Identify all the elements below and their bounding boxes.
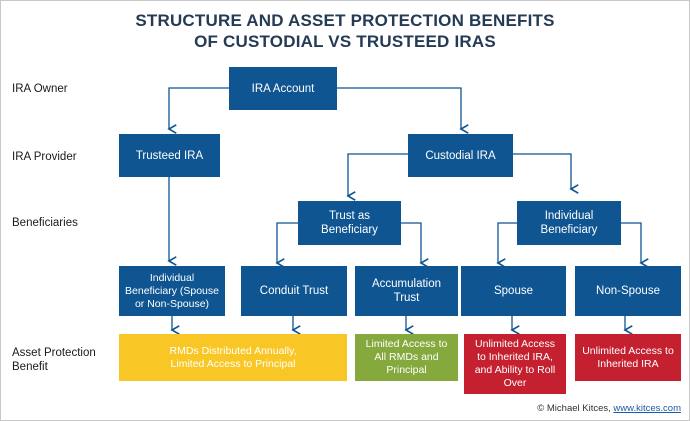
node-conduit-trust: Conduit Trust bbox=[241, 266, 347, 316]
node-individual-beneficiary-group: Individual Beneficiary bbox=[517, 201, 621, 245]
benefit-unlimited-spouse: Unlimited Access to Inherited IRA, and A… bbox=[464, 334, 566, 394]
row-label-beneficiaries: Beneficiaries bbox=[12, 217, 78, 229]
connector-account-to-custodial bbox=[337, 87, 469, 134]
row-label-asset-protection: Asset Protection Benefit bbox=[12, 347, 96, 373]
benefit-limited-access-all: Limited Access to All RMDs and Principal bbox=[355, 334, 458, 381]
connector-custodial-to-individual bbox=[513, 153, 579, 194]
credit-line: © Michael Kitces, www.kitces.com bbox=[537, 403, 681, 414]
credit-link[interactable]: www.kitces.com bbox=[613, 403, 681, 414]
node-trusteed-ira: Trusteed IRA bbox=[119, 134, 220, 177]
row-label-ira-provider: IRA Provider bbox=[12, 151, 77, 163]
node-accumulation-trust: Accumulation Trust bbox=[355, 266, 458, 316]
node-individual-beneficiary: Individual Beneficiary (Spouse or Non-Sp… bbox=[119, 266, 225, 316]
diagram-title-line-1: STRUCTURE AND ASSET PROTECTION BENEFITS bbox=[135, 11, 555, 30]
node-custodial-ira: Custodial IRA bbox=[408, 134, 513, 177]
connector-custodial-to-trust bbox=[346, 153, 408, 201]
node-ira-account: IRA Account bbox=[229, 67, 337, 110]
row-label-ira-owner: IRA Owner bbox=[12, 83, 68, 95]
connector-trust-to-accumulation bbox=[401, 222, 429, 268]
node-non-spouse: Non-Spouse bbox=[575, 266, 681, 316]
connector-trust-to-conduit bbox=[275, 222, 298, 268]
connector-account-to-trusteed bbox=[167, 87, 229, 134]
connector-individual-to-non-spouse bbox=[621, 222, 649, 268]
benefit-unlimited-non-spouse: Unlimited Access to Inherited IRA bbox=[575, 334, 681, 381]
node-trust-as-beneficiary: Trust as Beneficiary bbox=[298, 201, 401, 245]
connector-individual-to-spouse bbox=[496, 222, 517, 268]
benefit-rmds-distributed: RMDs Distributed Annually, Limited Acces… bbox=[119, 334, 347, 381]
credit-prefix: © Michael Kitces, bbox=[537, 403, 611, 414]
node-spouse: Spouse bbox=[461, 266, 566, 316]
diagram-title-line-2: OF CUSTODIAL VS TRUSTEED IRAS bbox=[194, 32, 496, 51]
